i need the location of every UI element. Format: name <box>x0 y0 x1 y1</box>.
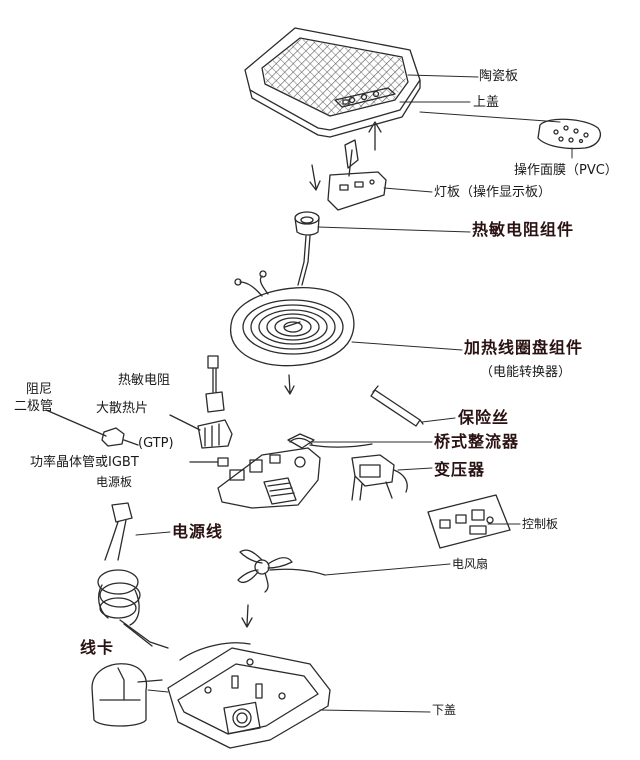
heat-sink-drawing <box>169 414 233 449</box>
damping-diode-drawing <box>45 409 139 447</box>
label-light-board: 灯板（操作显示板） <box>434 185 552 200</box>
label-cable-clamp: 线卡 <box>80 638 115 657</box>
label-bridge-rectifier: 桥式整流器 <box>434 432 520 451</box>
label-power-cord: 电源线 <box>172 522 224 541</box>
label-power-board: 电源板 <box>96 475 133 489</box>
label-gtp: (GTP) <box>138 436 174 451</box>
label-top-cover: 上盖 <box>473 95 500 110</box>
label-fan: 电风扇 <box>452 557 489 571</box>
fan-drawing <box>237 549 326 593</box>
label-fuse: 保险丝 <box>458 408 510 427</box>
label-damping-diode-1: 阻尼 <box>26 382 53 397</box>
label-heating-coil-assembly: 加热线圈盘组件 <box>464 338 584 357</box>
label-ceramic-plate: 陶瓷板 <box>479 69 519 84</box>
label-control-board: 控制板 <box>522 517 559 531</box>
heating-coil-drawing <box>230 270 355 367</box>
power-cord-drawing <box>97 502 169 649</box>
label-energy-converter: （电能转换器） <box>480 365 572 380</box>
label-power-transistor: 功率晶体管或IGBT <box>30 455 139 470</box>
label-thermistor: 热敏电阻 <box>118 373 171 388</box>
label-damping-diode-2: 二极管 <box>14 399 54 414</box>
label-control-film: 操作面膜（PVC） <box>514 163 618 178</box>
transformer-drawing <box>351 454 408 501</box>
label-transformer: 变压器 <box>434 460 486 479</box>
control-board-drawing <box>427 494 511 549</box>
label-heat-sink: 大散热片 <box>96 401 149 416</box>
bottom-cover-drawing <box>167 642 331 749</box>
bridge-rectifier-drawing <box>287 433 315 449</box>
control-film-drawing <box>537 118 601 150</box>
light-board-drawing <box>327 139 387 211</box>
top-cover-drawing <box>244 27 421 138</box>
cable-clamp-drawing <box>91 663 163 727</box>
fuse-drawing <box>370 385 424 427</box>
thermistor-assembly-drawing <box>294 211 320 286</box>
thermistor-drawing <box>205 355 225 413</box>
leader-lines <box>135 74 573 713</box>
power-board-drawing <box>189 437 373 509</box>
label-bottom-cover: 下盖 <box>432 703 457 717</box>
label-thermistor-assembly: 热敏电阻组件 <box>472 220 575 239</box>
